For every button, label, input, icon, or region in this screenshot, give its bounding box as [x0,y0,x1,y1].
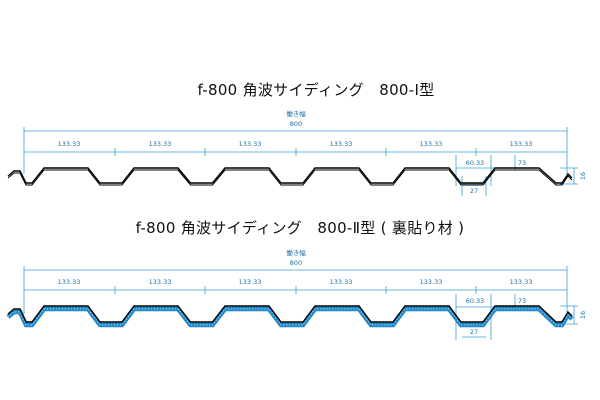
pitch-label: 133.33 [420,278,443,286]
width-value: 800 [290,259,302,267]
pitch-label: 133.33 [239,278,262,286]
pitch-label: 133.33 [239,140,262,148]
panel-title-type2: f-800 角波サイディング 800-Ⅱ型 ( 裏貼り材 ) [135,219,465,237]
pitch-label: 133.33 [149,140,172,148]
pitch-label: 133.33 [58,278,81,286]
bottom-dim-label: 27 [470,187,478,195]
sub-dim-label: 73 [518,159,526,167]
pitch-label: 133.33 [420,140,443,148]
pitch-label: 133.33 [330,140,353,148]
profile-outline [7,305,573,323]
profile-diagram-type2: 働き幅 800 133.33 133.33 133.33 133.33 133.… [6,248,587,340]
panel-title-type1: f-800 角波サイディング 800-Ⅰ型 [197,81,435,99]
width-label: 働き幅 [286,248,306,257]
profile-outline-inner [7,169,573,186]
width-label: 働き幅 [286,109,306,118]
pitch-label: 133.33 [149,278,172,286]
sub-dim-label: 60.33 [466,159,485,167]
sub-dim-label: 73 [518,297,526,305]
profile-outline [7,167,573,184]
height-dim-label: 16 [579,172,587,180]
sub-dim-label: 60.33 [466,297,485,305]
width-value: 800 [290,120,302,128]
pitch-label: 133.33 [510,278,533,286]
height-dim-label: 16 [579,311,587,319]
pitch-label: 133.33 [510,140,533,148]
bottom-dim-label: 27 [470,328,478,336]
pitch-label: 133.33 [58,140,81,148]
profile-diagram-type1: 働き幅 800 133.33 133.33 133.33 133.33 133.… [7,109,587,196]
backing-material-pattern [7,308,573,326]
pitch-label: 133.33 [330,278,353,286]
